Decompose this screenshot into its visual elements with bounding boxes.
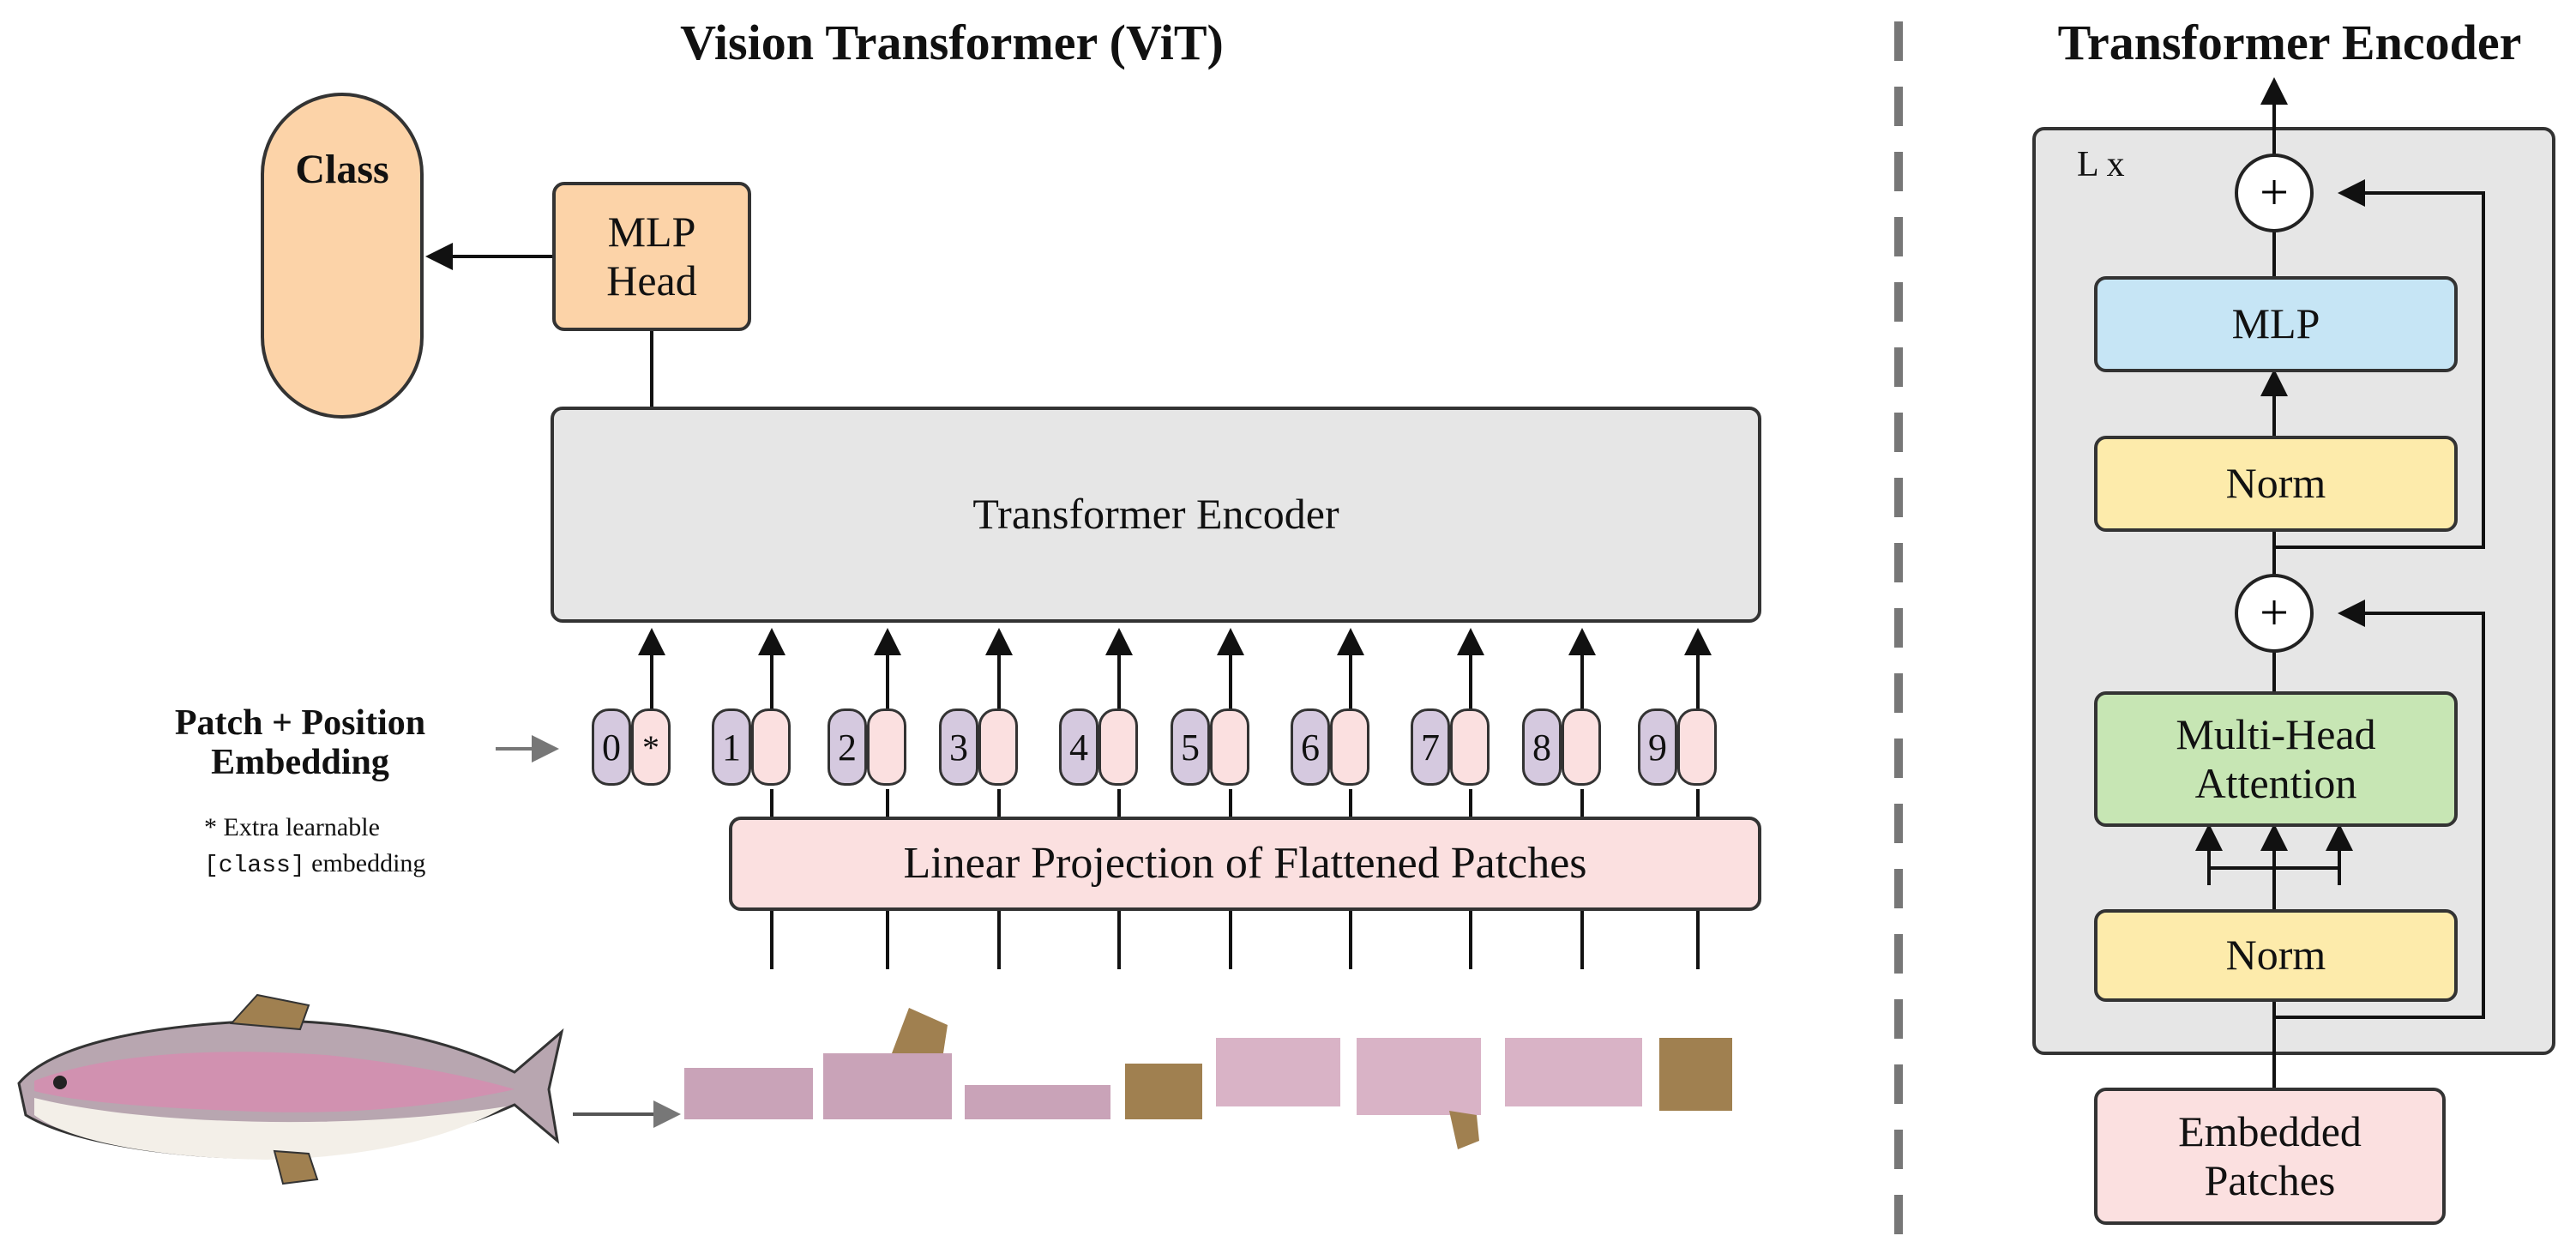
norm-box-upper: Norm <box>2094 436 2458 532</box>
position-embedding-4: 4 <box>1059 708 1098 786</box>
embedded-patches-box: Embedded Patches <box>2094 1088 2446 1225</box>
patch-embedding-6 <box>1330 708 1369 786</box>
vit-title: Vision Transformer (ViT) <box>680 15 1224 70</box>
fish-image <box>17 993 564 1185</box>
residual-add-node-lower <box>2235 574 2314 653</box>
class-output: Class <box>261 93 424 419</box>
token-arrow-group <box>638 628 1712 969</box>
class-token-note-line1: * Extra learnable <box>204 813 380 841</box>
encoder-title: Transformer Encoder <box>2057 15 2522 70</box>
position-embedding-1: 1 <box>712 708 751 786</box>
multi-head-attention-box: Multi-Head Attention <box>2094 691 2458 827</box>
embedding-label: Patch + Position Embedding <box>174 703 426 783</box>
position-embedding-6: 6 <box>1291 708 1330 786</box>
position-embedding-9: 9 <box>1638 708 1677 786</box>
position-embedding-7: 7 <box>1411 708 1450 786</box>
token-0: 0* <box>592 708 674 789</box>
token-5: 5 <box>1171 708 1253 789</box>
token-3: 3 <box>939 708 1021 789</box>
transformer-encoder-box: Transformer Encoder <box>551 407 1761 623</box>
token-4: 4 <box>1059 708 1141 789</box>
image-patches <box>684 1008 1732 1149</box>
token-8: 8 <box>1522 708 1604 789</box>
token-9: 9 <box>1638 708 1720 789</box>
patch-embedding-7 <box>1450 708 1490 786</box>
position-embedding-8: 8 <box>1522 708 1562 786</box>
patch-embedding-2 <box>867 708 906 786</box>
patch-embedding-3 <box>978 708 1018 786</box>
patch-embedding-8 <box>1562 708 1601 786</box>
position-embedding-5: 5 <box>1171 708 1210 786</box>
residual-add-symbol-upper: + <box>2260 164 2289 220</box>
repeat-label: L x <box>2077 145 2125 184</box>
token-6: 6 <box>1291 708 1373 789</box>
patch-embedding-1 <box>751 708 791 786</box>
patch-embedding-0: * <box>631 708 671 786</box>
position-embedding-3: 3 <box>939 708 978 786</box>
linear-projection-box: Linear Projection of Flattened Patches <box>729 817 1761 911</box>
token-2: 2 <box>828 708 910 789</box>
patch-embedding-9 <box>1677 708 1717 786</box>
mlp-head-box: MLP Head <box>552 182 751 331</box>
residual-connection-lower <box>2274 600 2485 1019</box>
token-7: 7 <box>1411 708 1493 789</box>
class-token-code: [class] <box>204 853 305 879</box>
position-embedding-0: 0 <box>592 708 631 786</box>
residual-connection-upper <box>2274 179 2485 549</box>
class-token-note: * Extra learnable [class] embedding <box>204 810 425 883</box>
patch-embedding-4 <box>1098 708 1138 786</box>
token-1: 1 <box>712 708 794 789</box>
position-embedding-2: 2 <box>828 708 867 786</box>
mlp-box: MLP <box>2094 276 2458 372</box>
class-token-note-suffix: embedding <box>304 849 426 877</box>
norm-box-lower: Norm <box>2094 909 2458 1002</box>
residual-add-symbol-lower: + <box>2260 584 2289 641</box>
residual-add-node-upper <box>2235 154 2314 232</box>
class-token-note-line2: [class] embedding <box>204 846 425 883</box>
patch-embedding-5 <box>1210 708 1249 786</box>
